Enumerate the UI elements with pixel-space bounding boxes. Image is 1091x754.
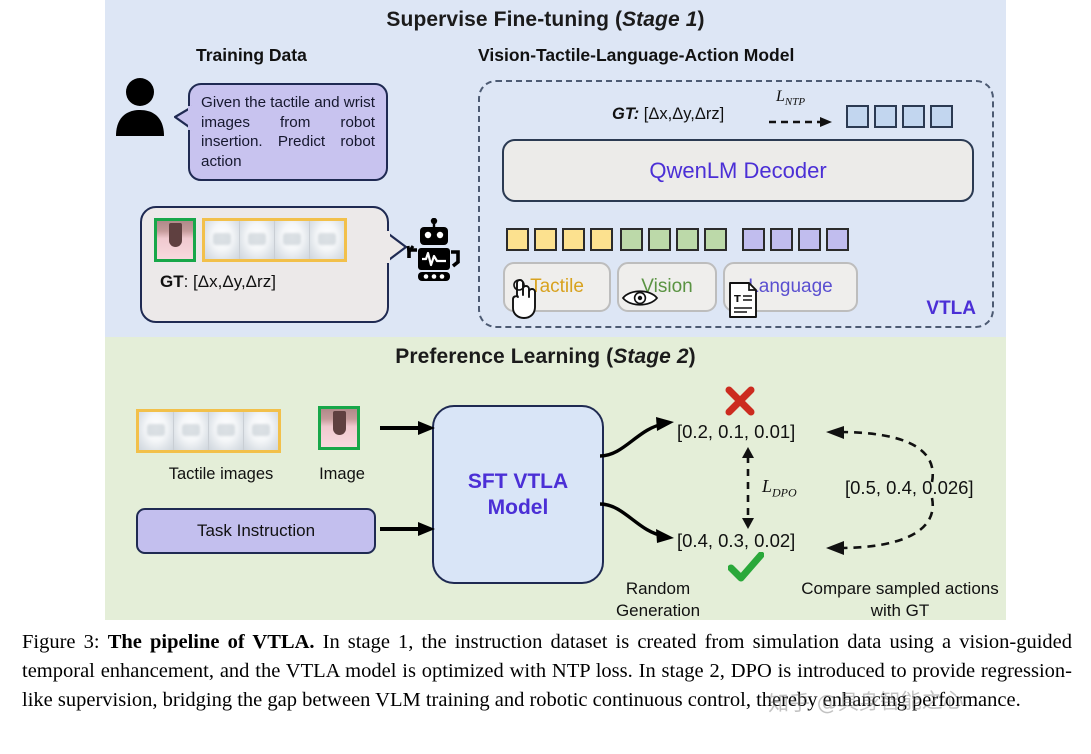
stage1-title-italic: Stage 1 bbox=[622, 8, 698, 31]
curve-arrow-to-rejected-icon bbox=[599, 417, 674, 458]
arrow-task-to-model-icon bbox=[380, 522, 435, 536]
document-icon: T bbox=[729, 282, 757, 318]
instruction-speech-bubble: Given the tactile and wrist images from … bbox=[174, 83, 388, 181]
qwenlm-decoder-block: QwenLM Decoder bbox=[502, 139, 974, 202]
ground-truth-action-value: [0.5, 0.4, 0.026] bbox=[845, 477, 974, 498]
output-token bbox=[874, 105, 897, 128]
dashed-curve-gt-to-chosen-icon bbox=[826, 497, 935, 555]
wrist-image-thumbnail bbox=[154, 218, 196, 262]
language-token bbox=[798, 228, 821, 251]
wrist-image-thumbnail bbox=[318, 406, 360, 450]
tactile-frame-2 bbox=[240, 221, 275, 259]
stage1-title-main: Supervise Fine-tuning ( bbox=[386, 8, 623, 31]
stage1-title: Supervise Fine-tuning (Stage 1) bbox=[0, 8, 1091, 32]
instruction-text: Given the tactile and wrist images from … bbox=[201, 94, 375, 170]
image-label: Image bbox=[319, 465, 365, 483]
cross-mark-icon bbox=[725, 386, 755, 416]
tactile-token bbox=[590, 228, 613, 251]
tactile-images-label: Tactile images bbox=[168, 465, 274, 483]
tactile-image-strip bbox=[202, 218, 347, 262]
tactile-frame-4 bbox=[244, 412, 278, 450]
dpo-loss-subscript: DPO bbox=[772, 485, 797, 500]
svg-text:T: T bbox=[734, 294, 741, 305]
tactile-token bbox=[534, 228, 557, 251]
language-token bbox=[742, 228, 765, 251]
gt-target-bold: GT: bbox=[612, 105, 640, 123]
vision-token bbox=[620, 228, 643, 251]
curve-arrow-to-chosen-icon bbox=[599, 502, 674, 543]
caption-body: In stage 1, the instruction dataset is c… bbox=[22, 631, 1072, 711]
stage2-title-main: Preference Learning ( bbox=[395, 345, 614, 368]
stage2-title: Preference Learning (Stage 2) bbox=[0, 345, 1091, 369]
robot-icon bbox=[406, 218, 460, 281]
gt-box-tail-icon bbox=[385, 230, 408, 264]
arrow-image-to-model-icon bbox=[380, 421, 435, 435]
language-token bbox=[826, 228, 849, 251]
gt-thumbnail-strip bbox=[154, 218, 347, 262]
dashed-curve-gt-to-rejected-icon bbox=[826, 426, 935, 483]
tactile-token bbox=[562, 228, 585, 251]
tactile-token bbox=[506, 228, 529, 251]
vtla-badge: VTLA bbox=[926, 298, 976, 319]
compare-actions-label: Compare sampled actions with GT bbox=[801, 579, 999, 620]
tactile-frame-3 bbox=[209, 412, 244, 450]
figure-caption: Figure 3: The pipeline of VTLA. In stage… bbox=[22, 628, 1072, 715]
caption-title: The pipeline of VTLA. bbox=[107, 631, 315, 653]
ntp-loss-label: LNTP bbox=[776, 88, 805, 108]
watermark: 知乎 @具身智能之心 bbox=[767, 688, 964, 716]
sft-model-line2: Model bbox=[487, 495, 549, 519]
bubble-tail-icon bbox=[174, 105, 192, 131]
tactile-image-strip bbox=[136, 409, 281, 453]
gt-sample-box: GT: [Δx,Δy,Δrz] bbox=[140, 206, 408, 323]
person-icon bbox=[116, 78, 164, 136]
stage2-title-end: ) bbox=[688, 345, 696, 368]
dpo-loss-symbol: L bbox=[762, 476, 773, 496]
task-instruction-box: Task Instruction bbox=[136, 508, 376, 554]
random-generation-label: Random Generation bbox=[615, 579, 701, 620]
vision-token bbox=[648, 228, 671, 251]
dpo-loss-label: LDPO bbox=[762, 476, 797, 501]
ntp-dashed-arrow-icon bbox=[769, 117, 832, 127]
tactile-token-row bbox=[506, 228, 613, 251]
output-token bbox=[930, 105, 953, 128]
vision-token-row bbox=[620, 228, 727, 251]
tactile-frame-2 bbox=[174, 412, 209, 450]
output-token bbox=[902, 105, 925, 128]
gt-target-rest: [Δx,Δy,Δrz] bbox=[639, 105, 725, 123]
rejected-action-value: [0.2, 0.1, 0.01] bbox=[677, 421, 796, 442]
ntp-loss-subscript: NTP bbox=[784, 96, 806, 109]
vtla-dashed-container: VTLA bbox=[478, 80, 994, 328]
vtla-model-title: Vision-Tactile-Language-Action Model bbox=[478, 45, 795, 65]
tactile-frame-4 bbox=[310, 221, 344, 259]
vision-token bbox=[704, 228, 727, 251]
tactile-frame-1 bbox=[139, 412, 174, 450]
chosen-action-value: [0.4, 0.3, 0.02] bbox=[677, 530, 796, 551]
caption-figure-number: Figure 3: bbox=[22, 631, 108, 653]
training-data-title: Training Data bbox=[196, 45, 307, 65]
output-token bbox=[846, 105, 869, 128]
sft-model-line1: SFT VTLA bbox=[467, 469, 569, 493]
stage2-title-italic: Stage 2 bbox=[613, 345, 689, 368]
gt-target-label: GT: [Δx,Δy,Δrz] bbox=[612, 105, 724, 124]
ntp-loss-symbol: L bbox=[776, 88, 785, 105]
stage1-title-end: ) bbox=[697, 8, 705, 31]
language-token-row bbox=[742, 228, 849, 251]
vision-token bbox=[676, 228, 699, 251]
dpo-double-arrow-icon bbox=[742, 447, 754, 529]
gt-label-bold: GT bbox=[160, 272, 184, 291]
hand-icon bbox=[512, 279, 536, 319]
ntp-output-tokens bbox=[846, 105, 953, 128]
tactile-frame-3 bbox=[275, 221, 310, 259]
stage2-tactile-strip bbox=[136, 409, 281, 453]
eye-icon bbox=[621, 290, 659, 306]
gt-label-rest: : [Δx,Δy,Δrz] bbox=[183, 272, 276, 291]
gt-action-label: GT: [Δx,Δy,Δrz] bbox=[160, 272, 276, 292]
language-token bbox=[770, 228, 793, 251]
sft-vtla-model-box: SFT VTLA Model bbox=[432, 405, 604, 584]
tactile-frame-1 bbox=[205, 221, 240, 259]
check-mark-icon bbox=[728, 552, 764, 582]
